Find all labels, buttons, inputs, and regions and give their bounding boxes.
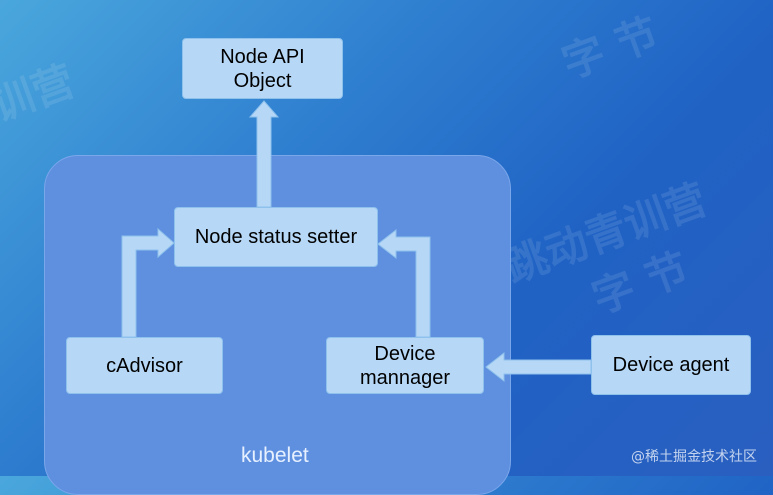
device-manager-box: Device mannager <box>326 337 484 394</box>
cadvisor-label: cAdvisor <box>106 354 183 377</box>
device-agent-box: Device agent <box>591 335 751 395</box>
node-status-setter-label: Node status setter <box>194 226 358 248</box>
arrow-manager-to-setter <box>377 228 431 338</box>
watermark: @稀土掘金技术社区 <box>631 449 757 465</box>
node-api-object-box: Node API Object <box>182 38 343 99</box>
node-status-setter-box: Node status setter <box>174 207 378 267</box>
arrow-cadvisor-to-setter <box>121 227 175 338</box>
node-api-object-label: Node API Object <box>220 45 305 92</box>
device-manager-label: Device mannager <box>359 342 451 389</box>
cadvisor-box: cAdvisor <box>66 337 223 394</box>
arrow-setter-to-api <box>248 100 280 208</box>
device-agent-label: Device agent <box>612 354 730 376</box>
kubelet-label: kubelet <box>241 444 309 467</box>
arrows-layer <box>121 100 592 383</box>
arrow-agent-to-manager <box>485 351 592 383</box>
